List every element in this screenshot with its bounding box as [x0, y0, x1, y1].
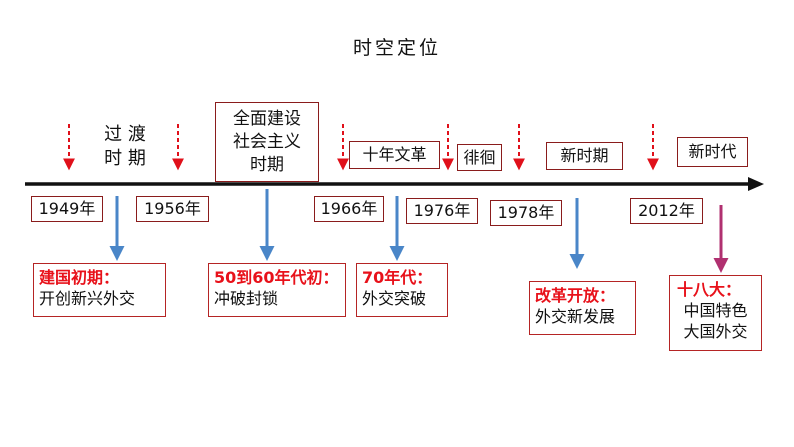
period-socialist-construction: 全面建设 社会主义 时期	[215, 102, 319, 182]
period-new-era: 新时代	[677, 137, 748, 167]
event-reform-opening: 改革开放： 外交新发展	[529, 281, 636, 335]
period-transition: 过 渡 时 期	[89, 120, 161, 173]
event-1950s-60s-body: 冲破封锁	[214, 289, 279, 308]
period-new-era-reform-label: 新时期	[560, 146, 609, 165]
year-label: 1956年	[136, 196, 209, 222]
event-18th-congress-body1: 中国特色	[683, 301, 748, 320]
year-label: 1949年	[31, 196, 103, 222]
period-hesitation-label: 徘徊	[463, 147, 496, 167]
event-18th-congress: 十八大： 中国特色 大国外交	[669, 275, 762, 351]
period-socialist-line3: 时期	[250, 154, 284, 175]
event-reform-opening-body: 外交新发展	[535, 307, 616, 326]
event-early-prc-head: 建国初期：	[39, 268, 120, 287]
event-1950s-60s-head: 50到60年代初：	[214, 268, 339, 287]
page-title: 时空定位	[352, 37, 441, 59]
year-label: 1978年	[490, 200, 562, 226]
year-label: 2012年	[630, 198, 703, 224]
period-new-era-reform: 新时期	[546, 142, 623, 170]
timeline-arrowhead-icon	[748, 177, 764, 191]
period-socialist-line2: 社会主义	[233, 131, 301, 152]
period-hesitation: 徘徊	[457, 144, 502, 171]
year-label: 1966年	[314, 196, 384, 222]
event-early-prc-body: 开创新兴外交	[39, 289, 136, 308]
event-reform-opening-head: 改革开放：	[535, 286, 616, 305]
event-18th-congress-body2: 大国外交	[683, 322, 748, 341]
period-cultural-revolution-label: 十年文革	[362, 145, 427, 164]
event-1970s-head-black: 0年代：	[373, 268, 433, 287]
period-transition-line2: 时 期	[104, 147, 146, 169]
event-1970s: 70年代： 外交突破	[356, 263, 448, 317]
event-1970s-head: 70年代：	[362, 267, 442, 288]
event-1970s-body: 外交突破	[362, 289, 427, 308]
period-cultural-revolution: 十年文革	[349, 141, 440, 169]
period-socialist-line1: 全面建设	[233, 108, 301, 129]
event-18th-congress-head: 十八大：	[677, 280, 742, 299]
event-1950s-60s: 50到60年代初： 冲破封锁	[208, 263, 346, 317]
event-1970s-head-red: 7	[362, 268, 374, 287]
period-new-era-label: 新时代	[688, 142, 737, 161]
period-transition-line1: 过 渡	[104, 123, 146, 145]
year-label: 1976年	[406, 198, 478, 224]
event-early-prc: 建国初期： 开创新兴外交	[33, 263, 166, 317]
